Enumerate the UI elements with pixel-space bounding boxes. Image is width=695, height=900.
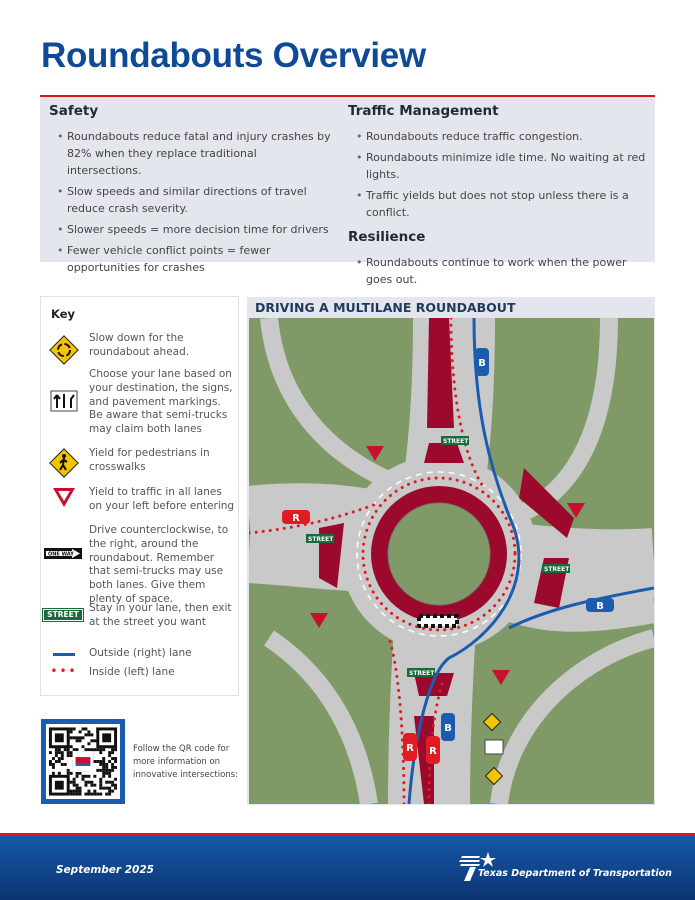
qr-code-image [48, 727, 118, 796]
footer-date: September 2025 [56, 864, 154, 876]
red-dots-icon: ••• [50, 664, 78, 678]
car-label: R [429, 746, 437, 757]
yield-sign-icon [45, 486, 83, 508]
key-text: Yield for pedestrians in crosswalks [89, 447, 210, 473]
txdot-logo-icon [459, 852, 496, 881]
footer: September 2025 Texas Department of Trans… [0, 833, 695, 900]
car-label: B [596, 601, 604, 612]
page-title: Roundabouts Overview [41, 36, 426, 75]
one-way-sign-icon: ONE WAY [44, 548, 82, 559]
roundabout-map: STREET STREET STREET STREET B B B R R R [249, 318, 654, 804]
street-sign-label: STREET [544, 566, 570, 573]
street-signs: STREET STREET STREET STREET [306, 436, 570, 677]
outside-lane-path [407, 318, 521, 804]
key-text: Yield to traffic in all lanes on your le… [89, 486, 235, 512]
list-item: Fewer vehicle conflict points = fewer op… [49, 242, 334, 276]
street-sign-label: STREET [409, 670, 435, 677]
car-label: R [406, 743, 414, 754]
resilience-heading: Resilience [348, 229, 426, 245]
key-text: Drive counterclockwise, to the right, ar… [89, 524, 229, 605]
yield-signs [310, 446, 585, 685]
car-label: B [478, 358, 486, 369]
blue-line-icon [45, 653, 83, 656]
street-sign-label: STREET [308, 536, 334, 543]
one-way-sign-text: ONE WAY [48, 552, 74, 558]
key-text: Choose your lane based on your destinati… [89, 368, 233, 436]
list-item: Roundabouts reduce fatal and injury cras… [49, 128, 334, 179]
lane-use-sign-icon [45, 390, 83, 412]
street-sign-label: STREET [443, 438, 469, 445]
list-item: Roundabouts minimize idle time. No waiti… [348, 149, 653, 183]
key-text: Outside (right) lane [89, 647, 192, 659]
roundabout-warning-sign-icon [45, 334, 83, 366]
cars: B B B R R R [282, 348, 614, 764]
safety-section: Safety Roundabouts reduce fatal and inju… [49, 103, 334, 280]
approach-signs [482, 712, 504, 786]
car-label: R [292, 513, 300, 524]
key-text: Inside (left) lane [89, 666, 175, 678]
central-island [387, 502, 491, 606]
diagram-heading: DRIVING A MULTILANE ROUNDABOUT [255, 300, 516, 315]
footer-org: Texas Department of Transportation [478, 868, 672, 879]
inside-lane-path [249, 318, 517, 804]
safety-heading: Safety [49, 103, 99, 119]
list-item: Slower speeds = more decision time for d… [49, 221, 334, 238]
list-item: Roundabouts reduce traffic congestion. [348, 128, 653, 145]
street-sign-icon: STREET [42, 608, 84, 622]
qr-caption: Follow the QR code for more information … [133, 744, 238, 780]
key-text: Stay in your lane, then exit at the stre… [89, 602, 232, 628]
roundabout-diagram: DRIVING A MULTILANE ROUNDABOUT [247, 297, 655, 805]
key-text: Slow down for the roundabout ahead. [89, 332, 190, 358]
list-item: Slow speeds and similar directions of tr… [49, 183, 334, 217]
key-panel: Key Slow down for the roundabout ahead. … [40, 296, 239, 696]
traffic-section: Traffic Management Roundabouts reduce tr… [348, 103, 653, 292]
list-item: Traffic yields but does not stop unless … [348, 187, 653, 221]
car-label: B [444, 723, 452, 734]
pedestrian-crossing-sign-icon [45, 447, 83, 479]
qr-code[interactable] [41, 719, 125, 804]
street-sign-text: STREET [42, 608, 84, 622]
key-heading: Key [51, 307, 76, 321]
list-item: Roundabouts continue to work when the po… [348, 254, 653, 288]
overview-panel: Safety Roundabouts reduce fatal and inju… [40, 95, 655, 286]
traffic-heading: Traffic Management [348, 103, 499, 119]
